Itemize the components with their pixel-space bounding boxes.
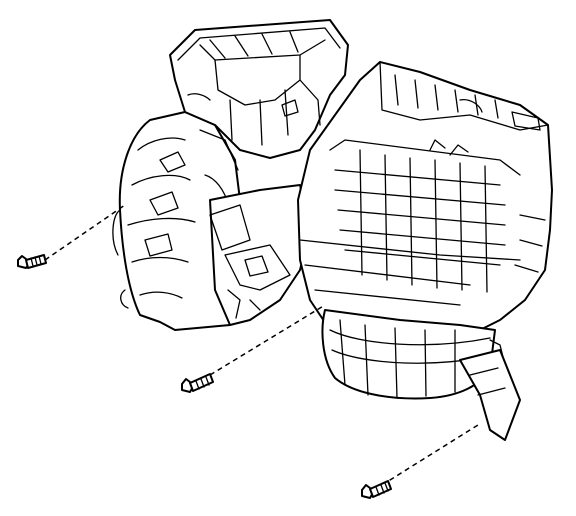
guide-line-left xyxy=(44,204,126,261)
guide-line-center xyxy=(209,304,326,376)
blower-motor-housing xyxy=(321,309,521,441)
center-section xyxy=(209,184,311,326)
guide-line-bottom xyxy=(381,424,479,486)
installation-guide-lines xyxy=(44,204,479,486)
bolt-left-icon xyxy=(17,254,47,269)
bolt-center-icon xyxy=(181,373,214,393)
evaporator-case-right xyxy=(297,61,553,351)
upper-duct xyxy=(169,19,349,159)
bolt-bottom-icon xyxy=(361,480,392,499)
